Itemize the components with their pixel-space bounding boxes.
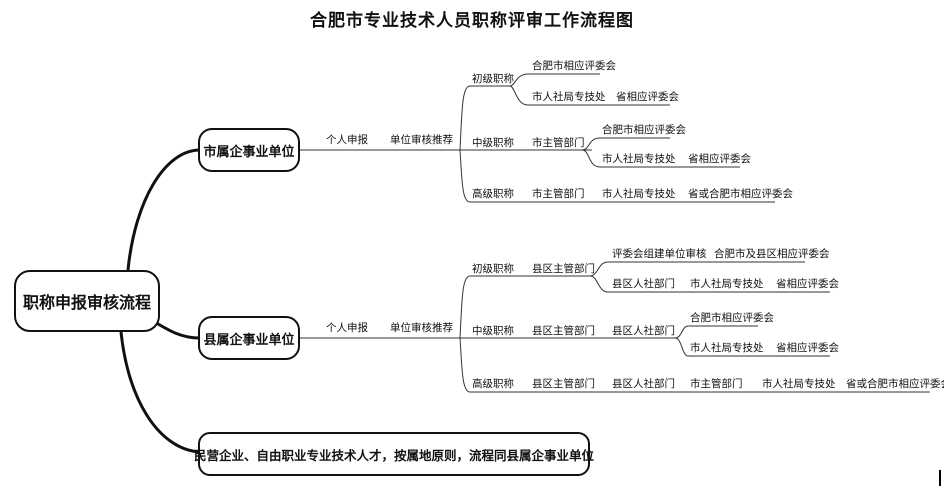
county-senior-dept: 县区主管部门 — [532, 378, 595, 390]
root-label: 职称申报审核流程 — [22, 293, 151, 312]
city-middle-title: 中级职称 — [472, 137, 514, 149]
county-step-recommend: 单位审核推荐 — [390, 322, 453, 334]
root-node: 职称申报审核流程 — [14, 270, 160, 332]
city-junior-committee: 合肥市相应评委会 — [532, 60, 616, 72]
private-unit-node: 民营企业、自由职业专业技术人才，按属地原则，流程同县属企事业单位 — [194, 432, 594, 476]
county-junior-province-committee: 省相应评委会 — [776, 278, 839, 290]
county-middle-hr: 县区人社部门 — [612, 325, 675, 337]
county-step-apply: 个人申报 — [326, 322, 368, 334]
city-unit-node: 市属企事业单位 — [198, 128, 300, 172]
thin-branches — [296, 73, 930, 393]
county-unit-label: 县属企事业单位 — [203, 332, 295, 348]
county-junior-city-hr: 市人社局专技处 — [690, 278, 764, 290]
county-middle-committee: 合肥市相应评委会 — [690, 312, 774, 324]
city-middle-hr: 市人社局专技处 — [602, 153, 676, 165]
county-senior-city-hr: 市人社局专技处 — [762, 378, 836, 390]
county-unit-node: 县属企事业单位 — [198, 316, 300, 360]
city-step-apply: 个人申报 — [326, 134, 368, 146]
city-middle-province-committee: 省相应评委会 — [688, 153, 751, 165]
page-title: 合肥市专业技术人员职称评审工作流程图 — [310, 11, 634, 31]
city-junior-hr: 市人社局专技处 — [532, 91, 606, 103]
county-junior-hr: 县区人社部门 — [612, 278, 675, 290]
county-junior-committee: 合肥市及县区相应评委会 — [714, 248, 830, 260]
county-middle-province-committee: 省相应评委会 — [776, 342, 839, 354]
city-senior-title: 高级职称 — [472, 188, 514, 200]
city-junior-title: 初级职称 — [472, 73, 514, 85]
county-senior-title: 高级职称 — [472, 378, 514, 390]
city-senior-hr: 市人社局专技处 — [602, 188, 676, 200]
county-senior-city-dept: 市主管部门 — [690, 378, 743, 390]
city-middle-committee: 合肥市相应评委会 — [602, 124, 686, 136]
county-senior-hr: 县区人社部门 — [612, 378, 675, 390]
county-junior-dept: 县区主管部门 — [532, 263, 595, 275]
city-middle-dept: 市主管部门 — [532, 137, 585, 149]
private-unit-label: 民营企业、自由职业专业技术人才，按属地原则，流程同县属企事业单位 — [194, 447, 595, 463]
city-junior-province-committee: 省相应评委会 — [616, 91, 679, 103]
county-junior-title: 初级职称 — [472, 263, 514, 275]
county-middle-title: 中级职称 — [472, 325, 514, 337]
county-junior-review: 评委会组建单位审核 — [612, 248, 707, 260]
city-senior-final-committee: 省或合肥市相应评委会 — [688, 188, 793, 200]
county-middle-city-hr: 市人社局专技处 — [690, 342, 764, 354]
county-middle-dept: 县区主管部门 — [532, 325, 595, 337]
city-unit-label: 市属企事业单位 — [203, 144, 295, 160]
corner-mark — [939, 470, 941, 486]
city-senior-dept: 市主管部门 — [532, 188, 585, 200]
county-senior-final-committee: 省或合肥市相应评委会 — [846, 378, 944, 390]
city-step-recommend: 单位审核推荐 — [390, 134, 453, 146]
